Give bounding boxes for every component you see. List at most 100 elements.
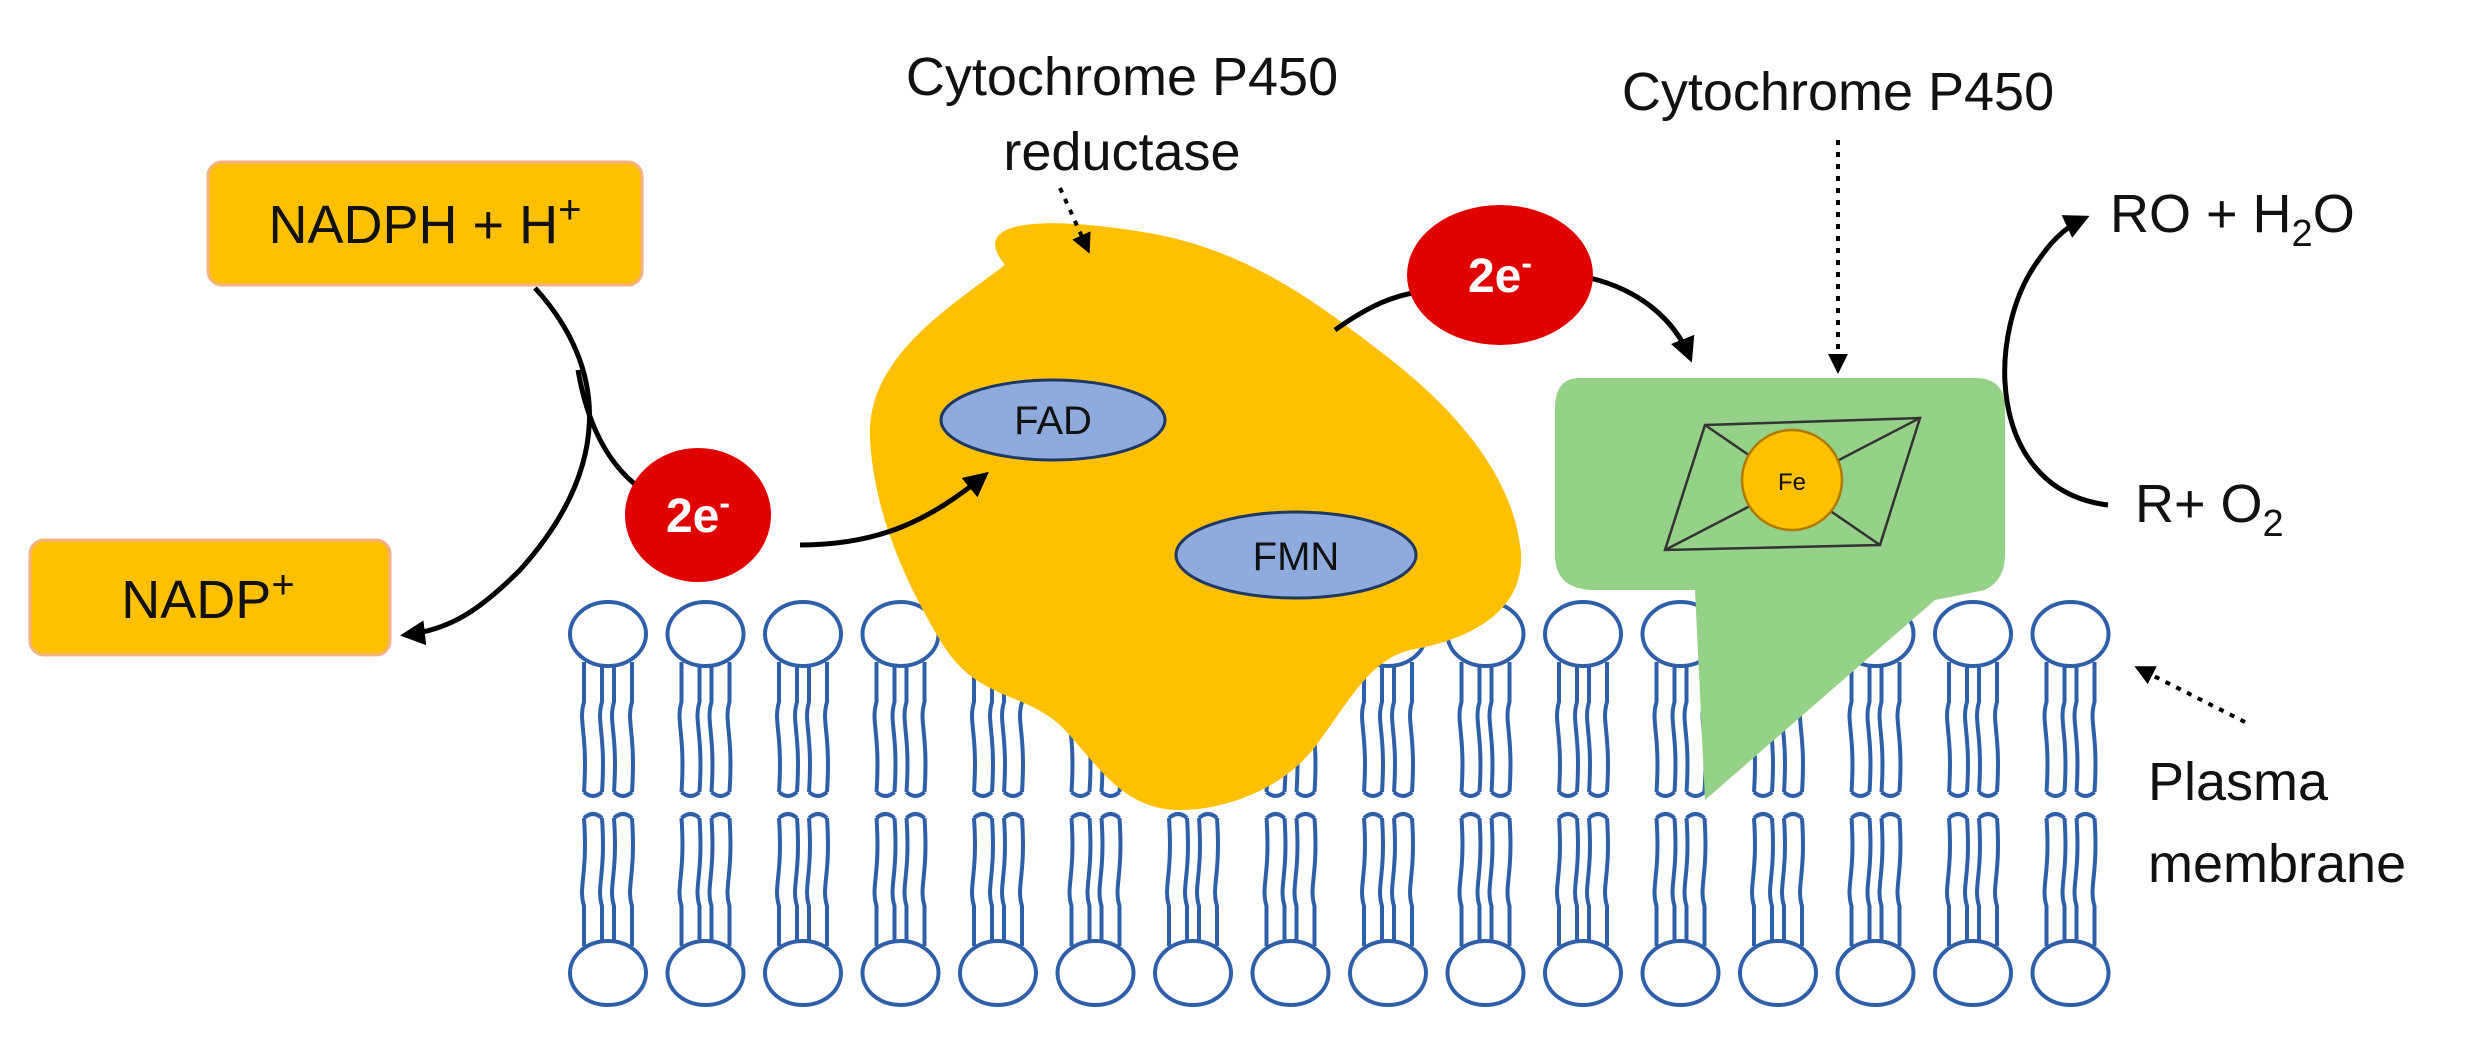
lipid-tails (580, 662, 635, 798)
lipid-tails (1555, 812, 1610, 946)
fmn-cofactor (1174, 510, 1418, 600)
lipid-tails (1945, 812, 2000, 946)
membrane-pointer (2134, 666, 2246, 724)
lipid-head-bottom (1640, 939, 1721, 1007)
lipid-tails (2042, 662, 2098, 798)
lipid-head-bottom (958, 939, 1038, 1007)
phospholipid (860, 600, 941, 1007)
fmn-label: FMN (1253, 535, 1340, 579)
nadph-to-nadp-arrow (400, 286, 592, 646)
lipid-head-bottom (665, 939, 746, 1007)
lipid-tails (1165, 812, 1220, 946)
p450-protein (1555, 378, 2005, 800)
phospholipid (568, 600, 648, 1007)
lipid-head-bottom (1933, 939, 2013, 1007)
reductase-protein (869, 223, 1522, 810)
phospholipid (2030, 600, 2111, 1007)
lipid-tails (1360, 812, 1415, 946)
nadp-base: NADP (121, 570, 271, 630)
lipid-tails (775, 812, 830, 946)
product-part-a: RO + H (2110, 184, 2292, 244)
lipid-head-bottom (1055, 939, 1136, 1007)
lipid-tails (872, 662, 928, 798)
phospholipid (1543, 600, 1623, 1007)
electron-pair-left (625, 448, 771, 582)
lipid-tails (677, 812, 733, 946)
nadp-box (28, 538, 392, 657)
lipid-tails (1652, 812, 1708, 946)
lipid-tails (1262, 812, 1318, 946)
lipid-tails (1457, 812, 1513, 946)
lipid-tails (1360, 662, 1415, 798)
phospholipid (1933, 600, 2013, 1007)
electron-left-superscript: - (719, 485, 730, 521)
lipid-head-bottom (1835, 939, 1916, 1007)
lipid-head-bottom (1738, 939, 1818, 1007)
phospholipid (763, 600, 843, 1007)
lipid-tails (580, 812, 635, 946)
electron-left-label: 2e- (666, 485, 730, 543)
lipid-head-bottom (2030, 939, 2111, 1007)
lipid-head-top (763, 600, 843, 668)
lipid-head-bottom (763, 939, 843, 1007)
lipid-head-bottom (1543, 939, 1623, 1007)
lipid-tails (872, 812, 928, 946)
lipid-head-bottom (1348, 939, 1428, 1007)
product-part-b: O (2313, 184, 2355, 244)
nadph-label: NADPH + H+ (269, 188, 582, 255)
membrane-label-line1: Plasma (2148, 752, 2329, 812)
lipid-head-bottom (860, 939, 941, 1007)
electron-top-superscript: - (1521, 245, 1532, 281)
lipid-tails (1847, 812, 1903, 946)
nadp-label: NADP+ (121, 563, 294, 630)
product-label: RO + H2O (2110, 184, 2355, 255)
substrate-to-product-arrow (2002, 215, 2109, 508)
lipid-tails (1067, 812, 1123, 946)
reductase-to-electron-curve (1333, 289, 1421, 333)
lipid-tails (1945, 662, 2000, 798)
reductase-label-line1: Cytochrome P450 (906, 47, 1338, 107)
lipid-head-bottom (568, 939, 648, 1007)
iron-label: Fe (1778, 469, 1806, 496)
substrate-label: R+ O2 (2135, 474, 2284, 545)
membrane-label-line2: membrane (2148, 834, 2406, 894)
iron-center (1740, 428, 1844, 532)
lipid-head-bottom (1250, 939, 1331, 1007)
lipid-head-top (1543, 600, 1623, 668)
reductase-label-line2: reductase (1003, 122, 1240, 182)
lipid-tails (775, 662, 830, 798)
nadph-box (206, 160, 644, 287)
product-subscript: 2 (2292, 213, 2313, 255)
electron-top-label: 2e- (1468, 245, 1532, 303)
lipid-head-bottom (1445, 939, 1526, 1007)
lipid-head-top (2030, 600, 2111, 668)
lipid-tails (677, 662, 733, 798)
lipid-tails (970, 662, 1025, 798)
lipid-head-top (665, 600, 746, 668)
lipid-head-top (1933, 600, 2013, 668)
lipid-head-top (568, 600, 648, 668)
lipid-tails (1750, 812, 1805, 946)
p450-label: Cytochrome P450 (1622, 62, 2054, 122)
fad-cofactor (939, 378, 1167, 462)
fad-label: FAD (1014, 399, 1092, 443)
substrate-part-a: R+ O (2135, 474, 2263, 534)
nadp-superscript: + (271, 563, 294, 607)
lipid-tails (1555, 662, 1610, 798)
nadph-base: NADPH + H (269, 195, 559, 255)
lipid-tails (970, 812, 1025, 946)
lipid-tails (1652, 662, 1708, 798)
phospholipid (1640, 600, 1721, 1007)
nadph-superscript: + (558, 188, 581, 232)
electron-to-p450-arrow (1589, 275, 1695, 363)
lipid-tails (2042, 812, 2098, 946)
lipid-tails (1457, 662, 1513, 798)
substrate-subscript: 2 (2263, 503, 2284, 545)
electron-pair-top (1407, 205, 1593, 345)
electron-left-base: 2e (666, 490, 719, 543)
lipid-tails (1847, 662, 1903, 798)
electron-top-base: 2e (1468, 250, 1521, 303)
lipid-head-bottom (1153, 939, 1233, 1007)
phospholipid (1445, 600, 1526, 1007)
